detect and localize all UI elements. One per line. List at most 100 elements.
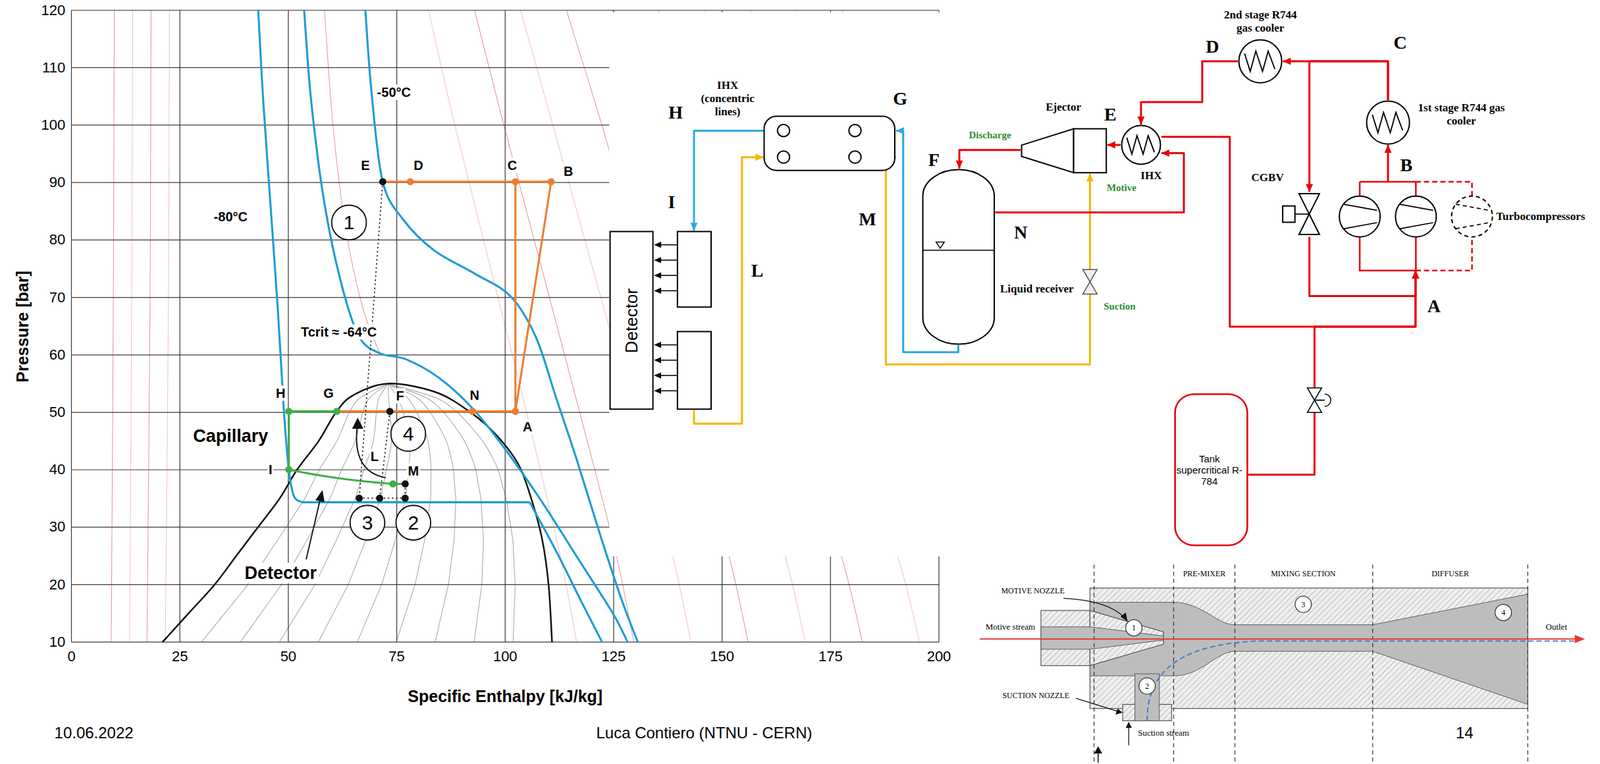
drawing-circle [1295, 595, 1312, 613]
drawing-line [1372, 564, 1373, 763]
stream-label: Suction [1103, 300, 1136, 313]
drawing-circle [777, 124, 791, 137]
stream-label: Motive [1106, 182, 1137, 194]
axis-tick-label: 150 [709, 647, 735, 666]
drawing-polygon [1299, 193, 1320, 214]
arrow-head [1137, 116, 1145, 125]
drawing-polyline [1372, 112, 1403, 134]
drawing-circle [849, 124, 862, 137]
ejector-section-label: PRE-MIXER [1183, 568, 1227, 579]
ejector-stream-label: Motive stream [985, 621, 1036, 633]
state-point-label: A [521, 418, 534, 434]
drawing-circle [468, 407, 477, 415]
pipe-line [959, 150, 1021, 169]
drawing-circle [1239, 39, 1282, 83]
drawing-svg [1337, 181, 1497, 271]
stream-letter: C [1393, 32, 1407, 54]
node-label: Ejector [1045, 100, 1082, 114]
drawing-svg [921, 168, 996, 346]
arrow-head [1086, 173, 1094, 182]
drawing-path [387, 383, 515, 642]
stream-letter: F [928, 149, 940, 171]
state-point-label: C [506, 158, 519, 174]
axis-tick-label: 20 [49, 576, 66, 594]
drawing-circle [1125, 619, 1143, 637]
drawing-circle [391, 416, 427, 452]
drawing-path [240, 383, 388, 642]
drawing-polyline [1244, 51, 1275, 72]
drawing-circle [406, 177, 415, 186]
axis-tick-label: 70 [49, 289, 66, 307]
drawing-path [279, 383, 388, 642]
drawing-path [1063, 597, 1125, 617]
drawing-circle [1451, 196, 1493, 238]
callout-number: 4 [402, 422, 415, 446]
drawing-line [71, 641, 940, 642]
stream-letter: E [1104, 104, 1117, 126]
footer-text: 10.06.2022 [54, 723, 134, 743]
drawing-path [165, 10, 170, 642]
callout-number: 3 [1301, 599, 1306, 610]
drawing-line [660, 290, 678, 292]
drawing-line [71, 9, 940, 11]
pipe-connector [1282, 57, 1388, 101]
ejector-stream-label: Outlet [1546, 621, 1568, 633]
stream-letter: M [858, 208, 876, 230]
pipe-line [1309, 237, 1416, 297]
drawing-circle [1366, 100, 1410, 144]
drawing-polygon [1083, 281, 1098, 295]
drawing-polygon [1115, 708, 1123, 715]
detector-box: Detector [609, 230, 713, 411]
drawing-polygon [1094, 746, 1103, 754]
drawing-circle [350, 505, 386, 540]
drawing-path [1040, 626, 1164, 650]
axis-title: Pressure [bar] [13, 270, 33, 383]
drawing-path [1146, 640, 1577, 721]
pipe-line [1161, 136, 1416, 327]
drawing-polygon [654, 287, 662, 294]
axis-tick-label: 50 [280, 647, 297, 666]
ejector-section-label: MIXING SECTION [1270, 568, 1336, 579]
axis-tick-label: 110 [42, 59, 66, 77]
drawing-path [387, 383, 484, 642]
drawing-svg [1020, 127, 1108, 174]
arrow-head [956, 160, 964, 169]
drawing-polygon [654, 387, 662, 394]
pipe-connector [1107, 141, 1121, 149]
drawing-circle [386, 407, 394, 415]
drawing-line [1075, 697, 1119, 712]
axis-tick-label: 100 [493, 647, 518, 666]
drawing-svg [1120, 124, 1162, 166]
drawing-line [71, 584, 940, 585]
state-point-label: D [412, 158, 425, 174]
drawing-circle [395, 505, 431, 540]
drawing-line [660, 244, 678, 246]
drawing-circle [389, 480, 397, 488]
ejector-section-label: DIFFUSER [1431, 568, 1469, 579]
drawing-g [1094, 564, 1529, 763]
axis-tick-label: 200 [927, 647, 952, 666]
drawing-path [201, 383, 388, 642]
drawing-line [660, 359, 678, 361]
node-label: Turbocompressors [1495, 210, 1585, 224]
arrow-head [1305, 183, 1313, 192]
arrow-head [1411, 270, 1419, 279]
axis-tick-label: 25 [171, 647, 188, 666]
axis-tick-label: 30 [49, 518, 66, 536]
state-point-label: H [274, 385, 287, 401]
drawing-polygon [654, 341, 662, 348]
drawing-path [356, 426, 386, 479]
drawing-line [1128, 726, 1130, 746]
drawing-path [359, 181, 406, 498]
stream-letter: B [1400, 154, 1414, 176]
pipe-line [885, 157, 1090, 365]
pipe-connector [885, 157, 1094, 365]
drawing-rect [1282, 206, 1296, 223]
drawing-rect [922, 169, 994, 344]
drawing-path [1343, 204, 1377, 229]
arrow-head [1107, 141, 1116, 149]
drawing-line [660, 375, 678, 377]
drawing-rect [764, 116, 895, 171]
drawing-line [287, 10, 289, 642]
